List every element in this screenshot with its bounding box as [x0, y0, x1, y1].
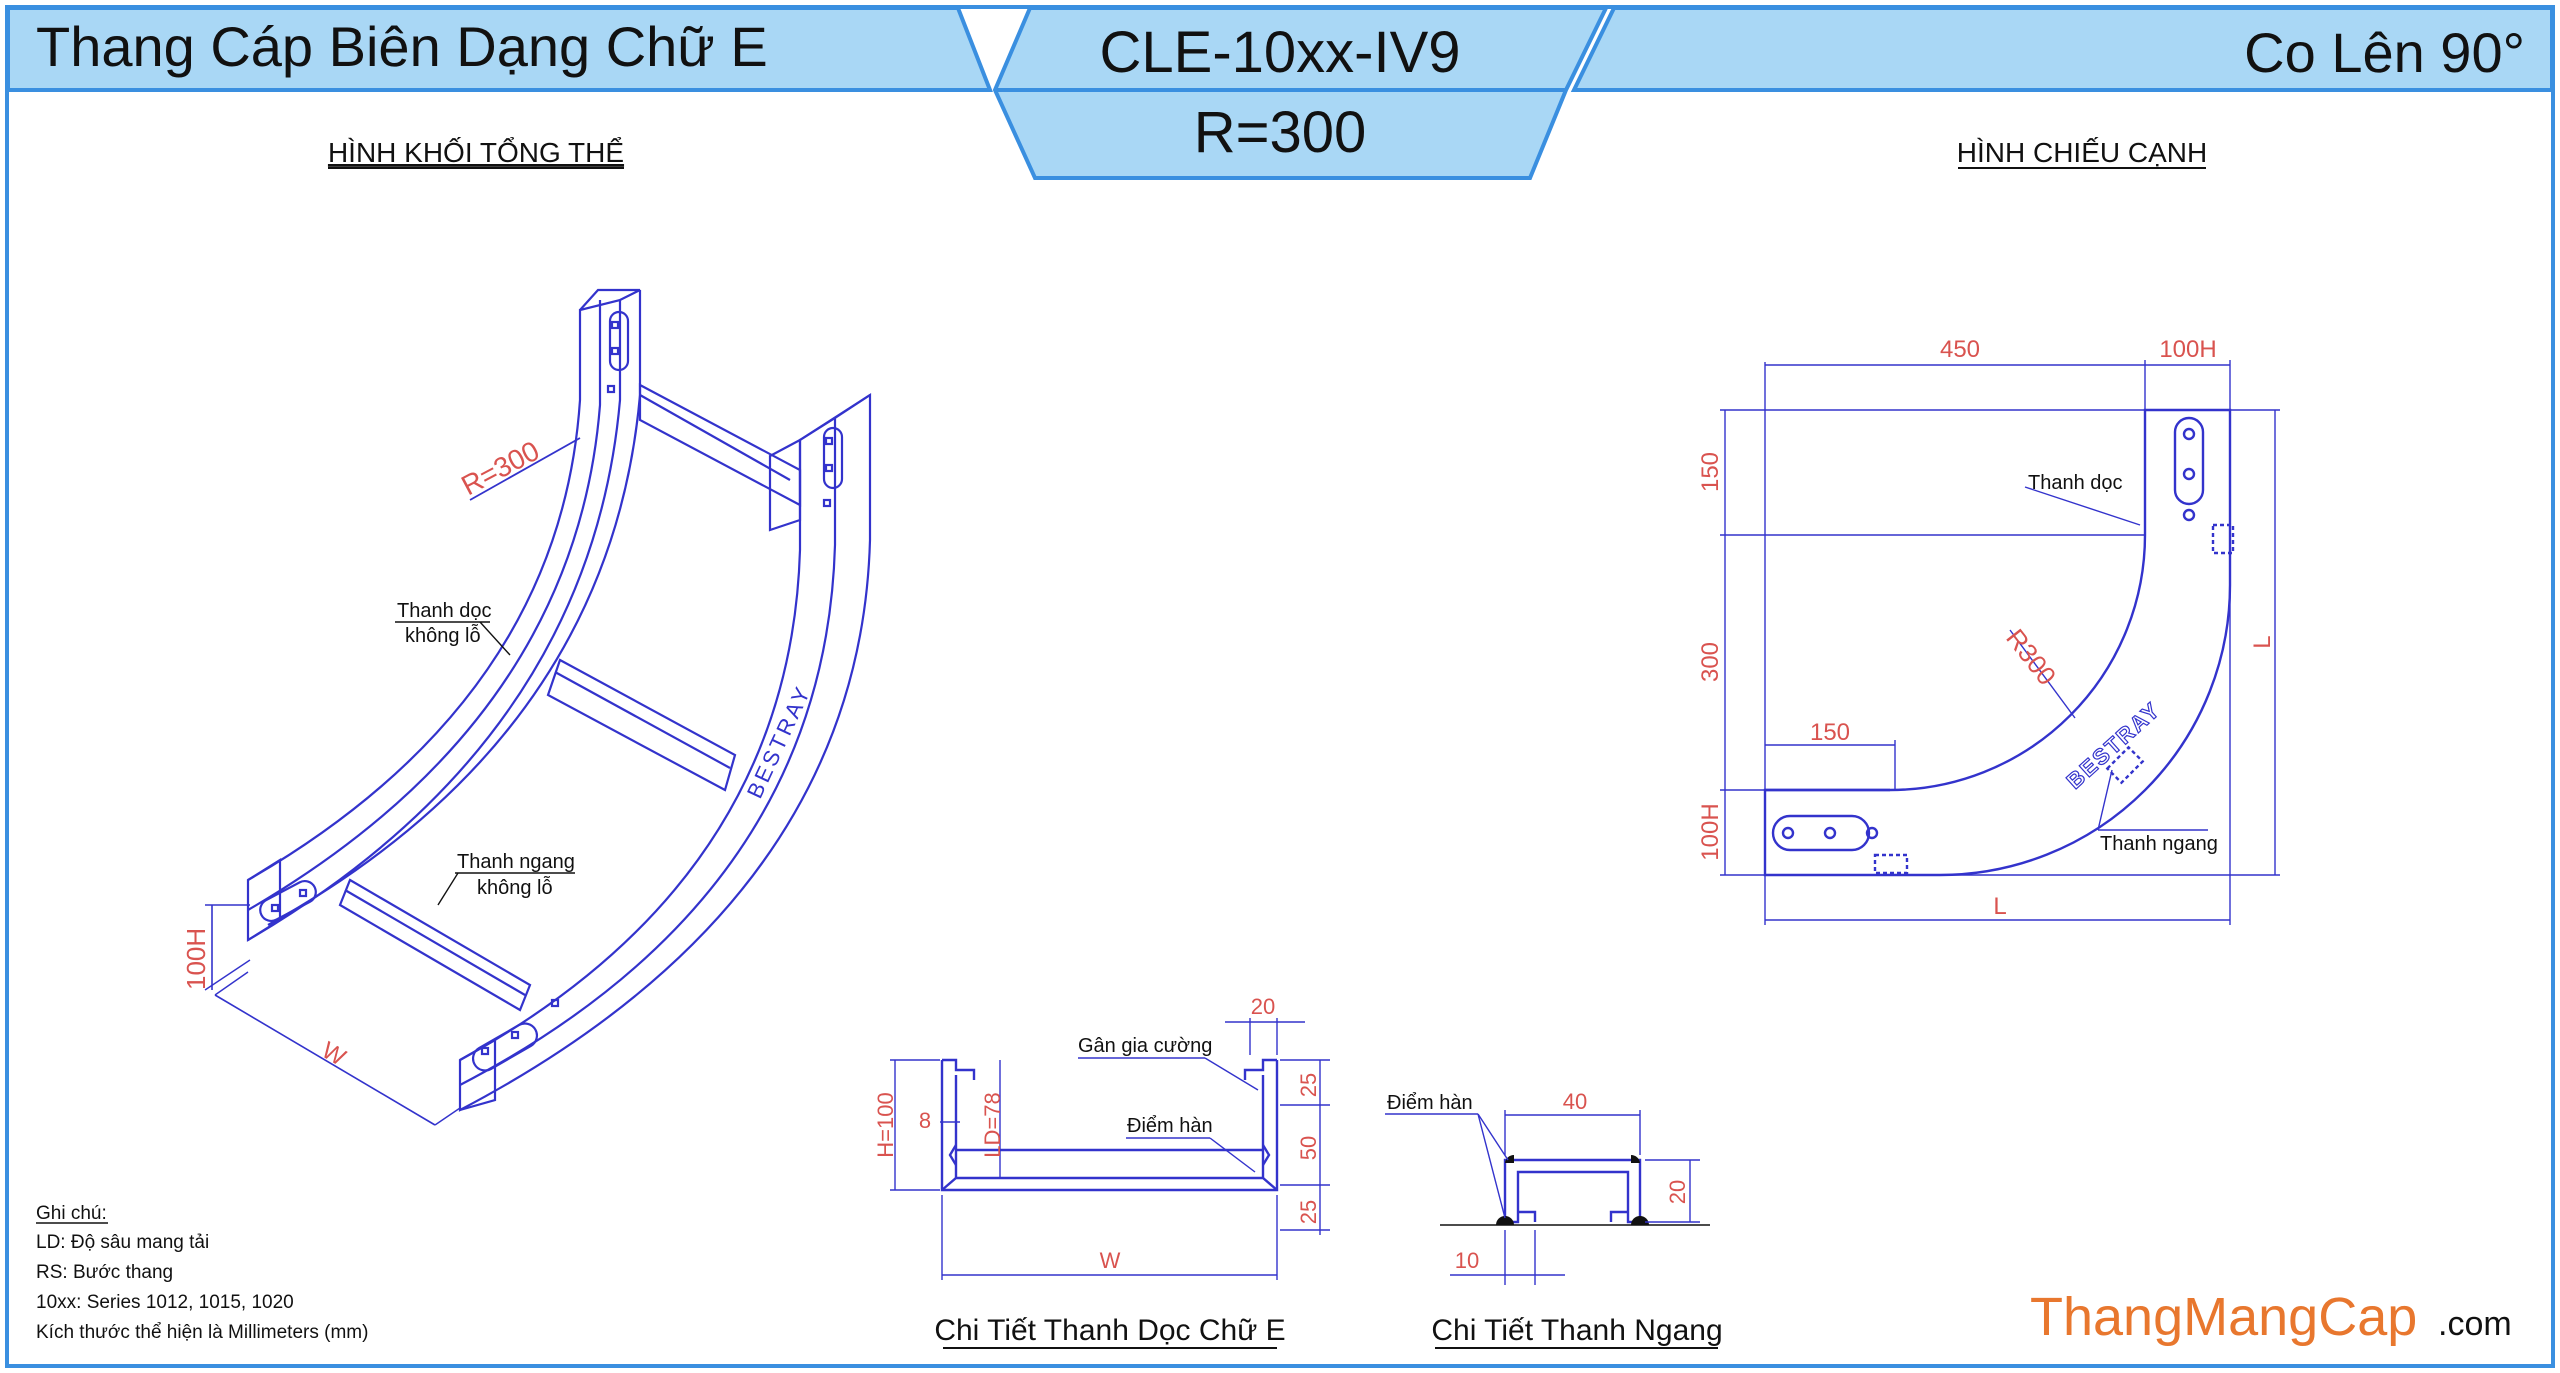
iso-rail-callout: Thanh dọc không lỗ	[395, 600, 511, 656]
rung-detail-title: Chi Tiết Thanh Ngang	[1431, 1314, 1722, 1347]
rail-detail-drawing	[940, 1058, 1279, 1192]
side-drawing	[1763, 408, 2235, 877]
notes-block: Ghi chú: LD: Độ sâu mang tải RS: Bước th…	[36, 1203, 368, 1343]
header-title-left: Thang Cáp Biên Dạng Chữ E	[36, 15, 768, 78]
notes-line-1: LD: Độ sâu mang tải	[36, 1232, 209, 1253]
iso-view-title: HÌNH KHỐI TỔNG THỂ	[328, 136, 624, 168]
iso-height-dimension: 100H	[181, 904, 251, 991]
iso-width-label: W	[317, 1037, 350, 1072]
title-block: Thang Cáp Biên Dạng Chữ E CLE-10xx-IV9 R…	[5, 5, 2555, 1368]
side-rail-label: Thanh dọc	[2028, 472, 2123, 494]
notes-line-3: 10xx: Series 1012, 1015, 1020	[36, 1292, 294, 1313]
rail-dim-25-bottom: 25	[1296, 1200, 1321, 1224]
iso-rung-label-1: Thanh ngang	[457, 851, 575, 873]
header-right-panel	[1570, 6, 2554, 92]
side-dim-150-vertical: 150	[1697, 452, 1724, 492]
brand-suffix: .com	[2438, 1305, 2512, 1343]
iso-radius-label: R=300	[456, 435, 544, 501]
rail-dim-h100: H=100	[873, 1092, 898, 1157]
side-view-title: HÌNH CHIẾU CẠNH	[1957, 137, 2207, 168]
iso-rung-middle	[546, 658, 737, 792]
rail-dim-w: W	[1100, 1248, 1121, 1273]
rail-dim-25-top: 25	[1296, 1073, 1321, 1097]
rung-weld-points	[1496, 1154, 1649, 1225]
rail-label-rib: Gân gia cường	[1078, 1035, 1212, 1057]
rail-dim-8: 8	[919, 1108, 931, 1133]
side-bend-outline	[1763, 408, 2232, 877]
rung-dim-40: 40	[1563, 1089, 1587, 1114]
header-left-panel	[6, 6, 993, 92]
notes-line-2: RS: Bước thang	[36, 1262, 173, 1283]
notes-line-4: Kích thước thể hiện là Millimeters (mm)	[36, 1322, 368, 1343]
header-model-code: CLE-10xx-IV9	[1099, 20, 1460, 85]
rung-dim-20: 20	[1665, 1180, 1690, 1204]
side-dim-l-horizontal: L	[1993, 893, 2006, 920]
iso-rail-label-1: Thanh dọc	[397, 600, 492, 622]
rung-dim-10: 10	[1455, 1248, 1479, 1273]
side-rung-label: Thanh ngang	[2100, 833, 2218, 855]
header-title-right: Co Lên 90°	[2244, 21, 2525, 84]
rung-label-weld: Điểm hàn	[1387, 1092, 1473, 1114]
iso-height-label: 100H	[181, 928, 211, 990]
side-dim-450: 450	[1940, 336, 1980, 363]
side-dim-300: 300	[1697, 642, 1724, 682]
iso-drawing	[246, 288, 872, 1112]
iso-rung-bottom	[338, 878, 532, 1012]
iso-rung-top	[638, 383, 802, 507]
rail-dim-ld78: LD=78	[980, 1092, 1005, 1157]
side-dim-100h-top: 100H	[2159, 336, 2216, 363]
side-dim-l-vertical: L	[2249, 635, 2276, 648]
iso-rail-label-2: không lỗ	[405, 624, 481, 647]
iso-width-dimension: W	[214, 971, 461, 1126]
side-dim-150-horizontal: 150	[1810, 719, 1850, 746]
side-radius-label: R300	[2000, 623, 2062, 690]
rail-dim-50: 50	[1296, 1136, 1321, 1160]
outer-frame	[5, 5, 2555, 1368]
rail-dim-20: 20	[1251, 994, 1275, 1019]
side-brand-text: BESTRAY	[2062, 697, 2166, 794]
rail-detail-title: Chi Tiết Thanh Dọc Chữ E	[934, 1314, 1285, 1347]
brand-name: ThangMangCap	[2030, 1287, 2417, 1347]
iso-right-rail	[458, 392, 872, 1112]
notes-heading: Ghi chú:	[36, 1203, 107, 1224]
side-dim-100h-left: 100H	[1697, 803, 1724, 860]
iso-rung-callout: Thanh ngang không lỗ	[437, 851, 575, 906]
iso-rung-label-2: không lỗ	[477, 876, 553, 899]
iso-radius-dimension: R=300	[456, 435, 581, 501]
brand-logo[interactable]: ThangMangCap .com	[2030, 1287, 2512, 1347]
rail-detail-dimensions	[890, 1018, 1330, 1280]
rung-detail-dimensions	[1385, 1110, 1700, 1285]
header-radius: R=300	[1194, 100, 1367, 165]
rail-label-weld: Điểm hàn	[1127, 1115, 1213, 1137]
side-dimensions	[1720, 360, 2280, 925]
